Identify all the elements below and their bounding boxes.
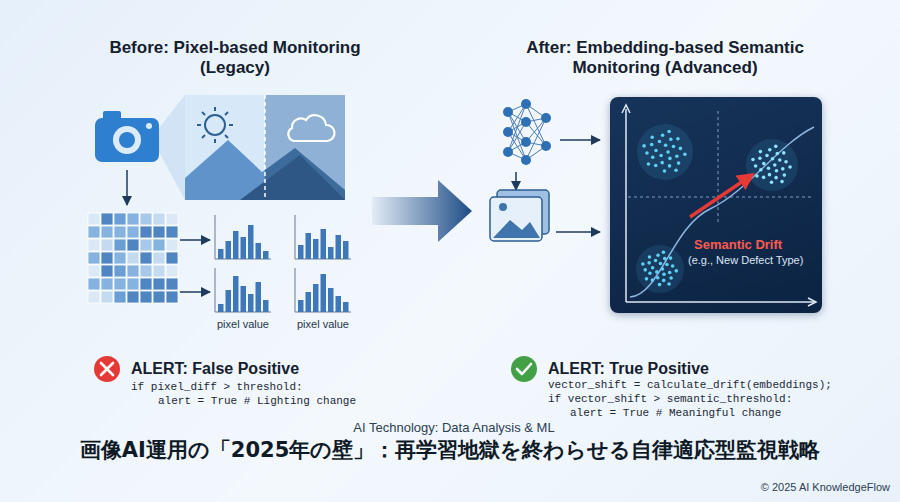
image-icon <box>490 190 549 241</box>
axis-label: pixel value <box>193 318 293 331</box>
category-label: AI Technology: Data Analysis & ML <box>4 420 900 436</box>
code-line: if pixel_diff > threshold: <box>131 381 303 394</box>
neural-network-icon <box>503 99 551 165</box>
copyright: © 2025 AI KnowledgeFlow <box>590 481 890 494</box>
landscape-image <box>185 95 345 200</box>
section-heading: After: Embedding-based Semantic Monitori… <box>500 38 830 79</box>
alert-heading: ALERT: True Positive <box>548 359 709 378</box>
main-title: 画像AI運用の「2025年の壁」：再学習地獄を終わらせる自律適応型監視戦略 <box>4 438 896 463</box>
transition-arrow <box>372 180 472 242</box>
pixel-grid <box>88 213 178 303</box>
code-line: if vector_shift > semantic_threshold: <box>548 393 792 406</box>
drift-note: (e.g., New Defect Type) <box>688 254 803 267</box>
code-line: alert = True # Lighting change <box>158 395 356 408</box>
code-line: alert = True # Meaningful change <box>570 407 781 420</box>
camera-icon <box>95 111 159 162</box>
drift-label: Semantic Drift <box>694 237 782 253</box>
alert-heading: ALERT: False Positive <box>131 359 299 378</box>
histograms <box>215 215 351 312</box>
section-heading: Before: Pixel-based Monitoring (Legacy) <box>78 38 392 79</box>
axis-label: pixel value <box>273 318 373 331</box>
embedding-plot <box>610 97 822 313</box>
error-icon <box>94 356 120 382</box>
code-line: vector_shift = calculate_drift(embedding… <box>548 379 832 392</box>
embedding-panel: Semantic Drift(e.g., New Defect Type) <box>610 97 822 313</box>
check-icon <box>511 356 537 382</box>
